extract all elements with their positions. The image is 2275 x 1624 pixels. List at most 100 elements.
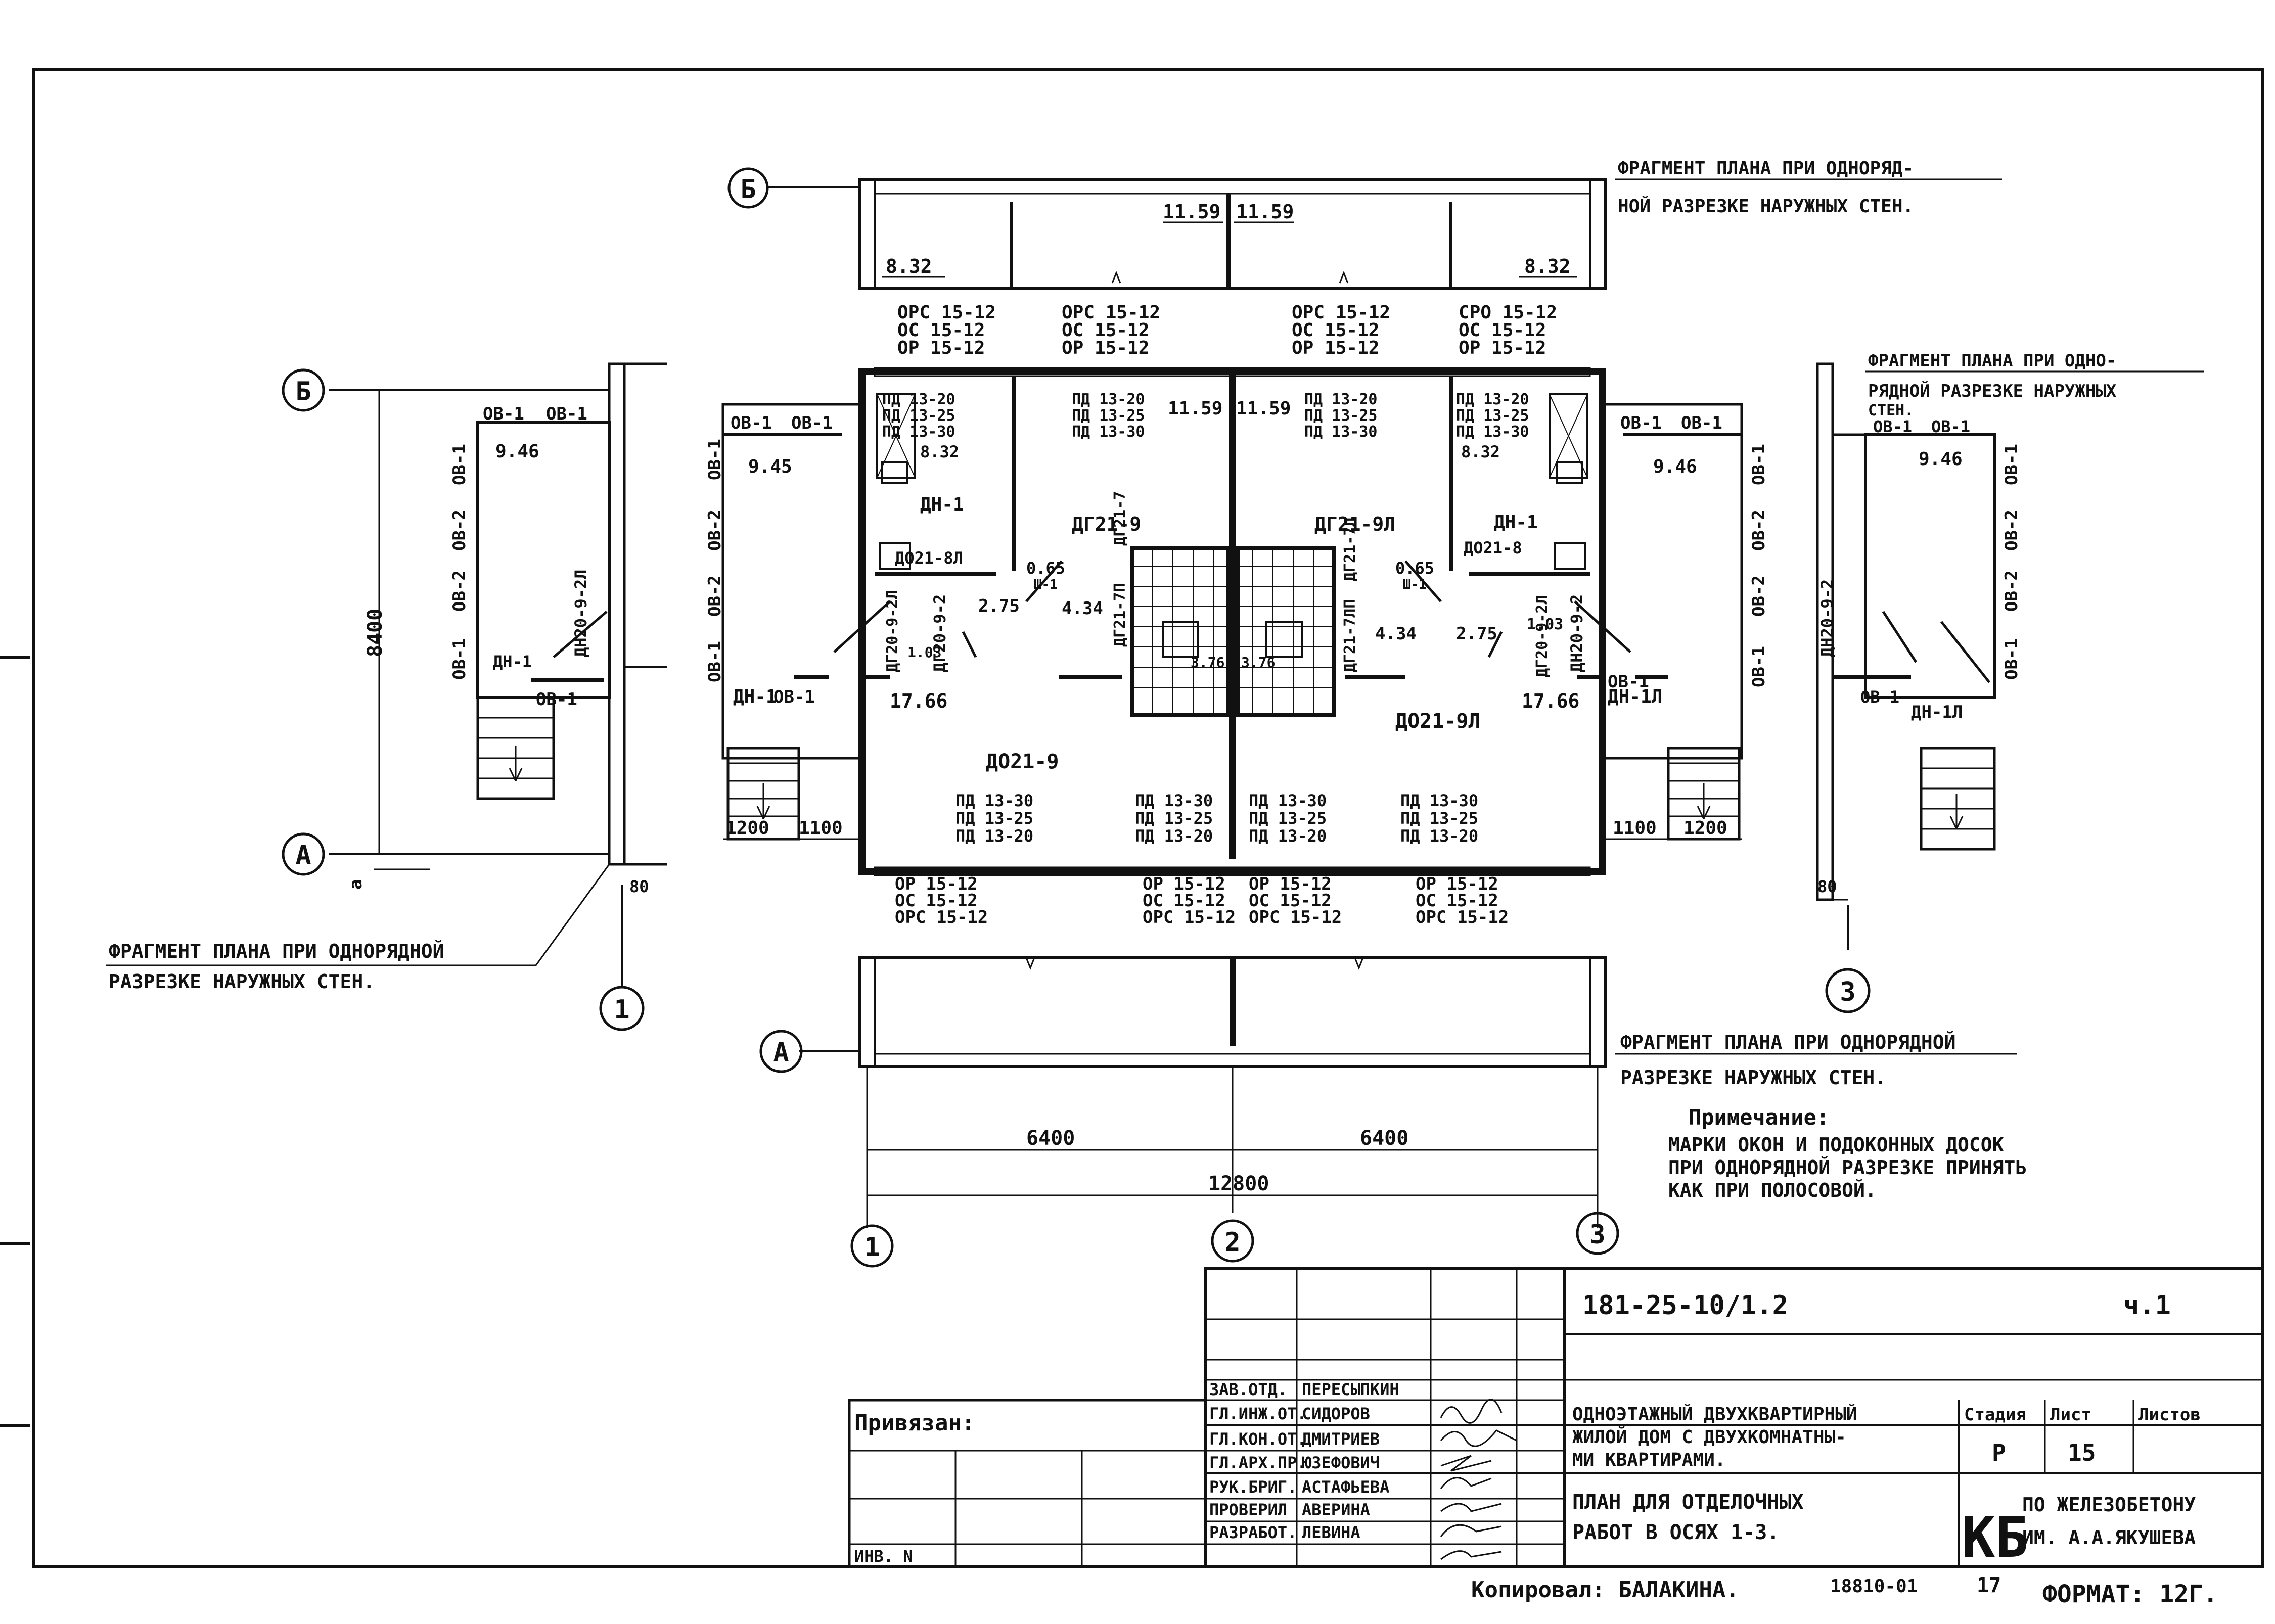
axis-a-marker-bottom	[759, 1030, 803, 1073]
area-label: 17.66	[1522, 690, 1579, 712]
fragment-note-right: СТЕН.	[1868, 402, 1914, 420]
sill-mark: ПД 13-25	[1249, 809, 1327, 828]
area-label: 0.65	[1395, 559, 1434, 578]
door-label: ДН20-9-2Л	[571, 570, 590, 657]
sill-mark: ПД 13-30	[1072, 423, 1145, 441]
window-mark: ОР 15-12	[897, 338, 985, 358]
copied-by: Копировал: БАЛАКИНА.	[1471, 1577, 1739, 1603]
project-title: ОДНОЭТАЖНЫЙ ДВУХКВАРТИРНЫЙ	[1572, 1404, 1857, 1425]
window-mark: ОС 15-12	[1459, 320, 1546, 341]
sill-mark: ПД 13-20	[882, 391, 956, 408]
area-label: 11.59	[1236, 201, 1294, 223]
door-label: ДО21-8Л	[895, 548, 963, 568]
area-label: 4.34	[1375, 624, 1417, 644]
axis-1-marker-bottom	[850, 1224, 894, 1268]
dim-label: 1100	[1613, 818, 1657, 839]
axis-a-label: А	[295, 841, 311, 871]
sill-mark: ПД 13-25	[1304, 407, 1378, 425]
window-mark: ОС 15-12	[895, 891, 978, 911]
note-line: ПРИ ОДНОРЯДНОЙ РАЗРЕЗКЕ ПРИНЯТЬ	[1668, 1156, 2027, 1179]
inventory-label: ИНВ. N	[854, 1547, 913, 1566]
window-mark: ОС 15-12	[1143, 891, 1225, 911]
window-mark: ОС 15-12	[1416, 891, 1498, 911]
stage-value: Р	[1992, 1439, 2006, 1466]
door-label: ДГ21-9Л	[1314, 513, 1395, 535]
top-fragment	[768, 178, 1607, 290]
area-label: 2.75	[978, 596, 1020, 616]
window-mark: ОР 15-12	[1062, 338, 1149, 358]
wall-mark: ОВ-1	[2001, 638, 2022, 680]
fragment-note-right: ФРАГМЕНТ ПЛАНА ПРИ ОДНО-	[1868, 351, 2116, 371]
role-label: ЗАВ.ОТД.	[1209, 1380, 1287, 1399]
window-mark: ОР 15-12	[1292, 338, 1379, 358]
dim-label: 80	[1817, 877, 1837, 896]
window-mark: ОР 15-12	[895, 874, 978, 894]
wall-mark: ОВ-2	[449, 570, 470, 612]
signer-name: ПЕРЕСЫПКИН	[1302, 1380, 1399, 1399]
axis-2-label: 2	[1224, 1227, 1240, 1258]
axis-3-marker-right	[1825, 968, 1871, 1013]
wall-mark: ОВ-1	[731, 413, 772, 433]
document-code: 181-25-10/1.2	[1582, 1290, 1788, 1321]
document-part: ч.1	[2123, 1290, 2171, 1321]
window-mark: ОРС 15-12	[1416, 907, 1509, 927]
attached-label: Привязан:	[854, 1410, 975, 1436]
wall-mark: ОВ-1	[1620, 413, 1662, 433]
area-label: 8.32	[886, 255, 932, 277]
fragment-note-bottom: РАЗРЕЗКЕ НАРУЖНЫХ СТЕН.	[1620, 1066, 1886, 1089]
signer-name: ЛЕВИНА	[1302, 1523, 1360, 1542]
sill-mark: ПД 13-25	[882, 407, 956, 425]
axis-b-marker-top	[727, 167, 769, 209]
fragment-note-left: ФРАГМЕНТ ПЛАНА ПРИ ОДНОРЯДНОЙ	[109, 940, 444, 962]
vent-label: Ш-1	[1403, 577, 1427, 592]
signature	[1440, 1477, 1492, 1489]
area-label: 9.46	[495, 441, 539, 462]
door-label: ДН-1	[733, 686, 777, 707]
organization-mark: КБ	[1962, 1505, 2028, 1570]
dim-label: 6400	[1026, 1127, 1075, 1150]
area-label: 11.59	[1163, 201, 1220, 223]
door-label: ДН-1Л	[1911, 702, 1963, 722]
fragment-note-bottom: ФРАГМЕНТ ПЛАНА ПРИ ОДНОРЯДНОЙ	[1620, 1031, 1955, 1053]
archive-number: 18810-01	[1830, 1576, 1918, 1597]
window-mark: ОС 15-12	[1292, 320, 1379, 341]
wall-mark: ОВ-1	[1749, 646, 1769, 687]
axis-2-marker-bottom	[1211, 1219, 1254, 1263]
axis-3-marker-bottom	[1576, 1212, 1619, 1255]
signature	[1440, 1550, 1502, 1560]
door-label: ДГ20-9-2Л	[1533, 595, 1551, 677]
door-label: ДГ21-9	[1072, 513, 1141, 535]
area-label: 3.76	[1191, 654, 1224, 671]
organization-name: ИМ. А.А.ЯКУШЕВА	[2022, 1526, 2196, 1549]
window-mark: ОРС 15-12	[897, 302, 996, 323]
dim-label: 8400	[363, 609, 387, 657]
axis-b-label: Б	[740, 174, 756, 205]
window-mark: ОС 15-12	[1062, 320, 1149, 341]
project-title: МИ КВАРТИРАМИ.	[1572, 1450, 1725, 1470]
window-mark: ОРС 15-12	[1249, 907, 1342, 927]
role-label: ПРОВЕРИЛ	[1209, 1500, 1287, 1519]
wall-mark: ОВ-1	[546, 404, 587, 424]
signer-name: СИДОРОВ	[1302, 1404, 1370, 1423]
dim-label: а	[346, 879, 366, 890]
right-fragment	[1816, 362, 1996, 950]
area-label: 17.66	[890, 690, 947, 712]
sill-mark: ПД 13-25	[1072, 407, 1145, 425]
axis-1-marker-left	[599, 986, 645, 1031]
left-fragment	[106, 362, 667, 986]
sheet-number-label: Лист	[2050, 1405, 2091, 1425]
wall-mark: ОВ-1	[1608, 672, 1649, 692]
wall-mark: ОВ-1	[536, 689, 577, 710]
wall-mark: ОВ-1	[483, 404, 524, 424]
area-label: 2.75	[1456, 624, 1497, 644]
fragment-note-left: РАЗРЕЗКЕ НАРУЖНЫХ СТЕН.	[109, 970, 375, 993]
role-label: ГЛ.АРХ.ПР.	[1209, 1453, 1307, 1472]
area-label: 3.76	[1241, 654, 1275, 671]
area-label: 8.32	[920, 442, 959, 461]
door-label: ДО21-9	[986, 750, 1059, 773]
area-label: 9.45	[748, 456, 792, 477]
signature	[1440, 1429, 1517, 1447]
signature	[1440, 1524, 1502, 1537]
main-plan	[721, 367, 1743, 876]
